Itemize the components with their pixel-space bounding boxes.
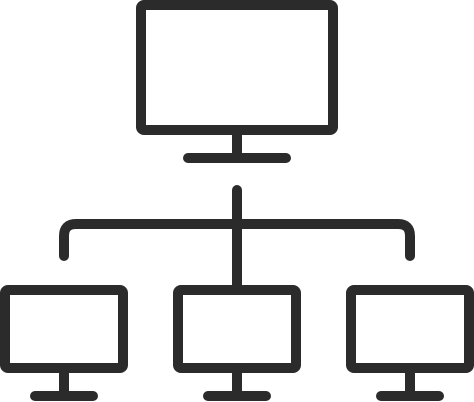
center-monitor-screen: [173, 285, 301, 373]
network-connector: [59, 185, 415, 293]
right-monitor-icon: [346, 285, 474, 401]
branch-line: [59, 219, 415, 261]
top-monitor-icon: [136, 0, 338, 163]
left-monitor-icon: [0, 285, 128, 401]
right-monitor-screen: [346, 285, 474, 373]
top-monitor-screen: [136, 0, 338, 135]
center-monitor-icon: [173, 285, 301, 401]
left-monitor-screen: [0, 285, 128, 373]
